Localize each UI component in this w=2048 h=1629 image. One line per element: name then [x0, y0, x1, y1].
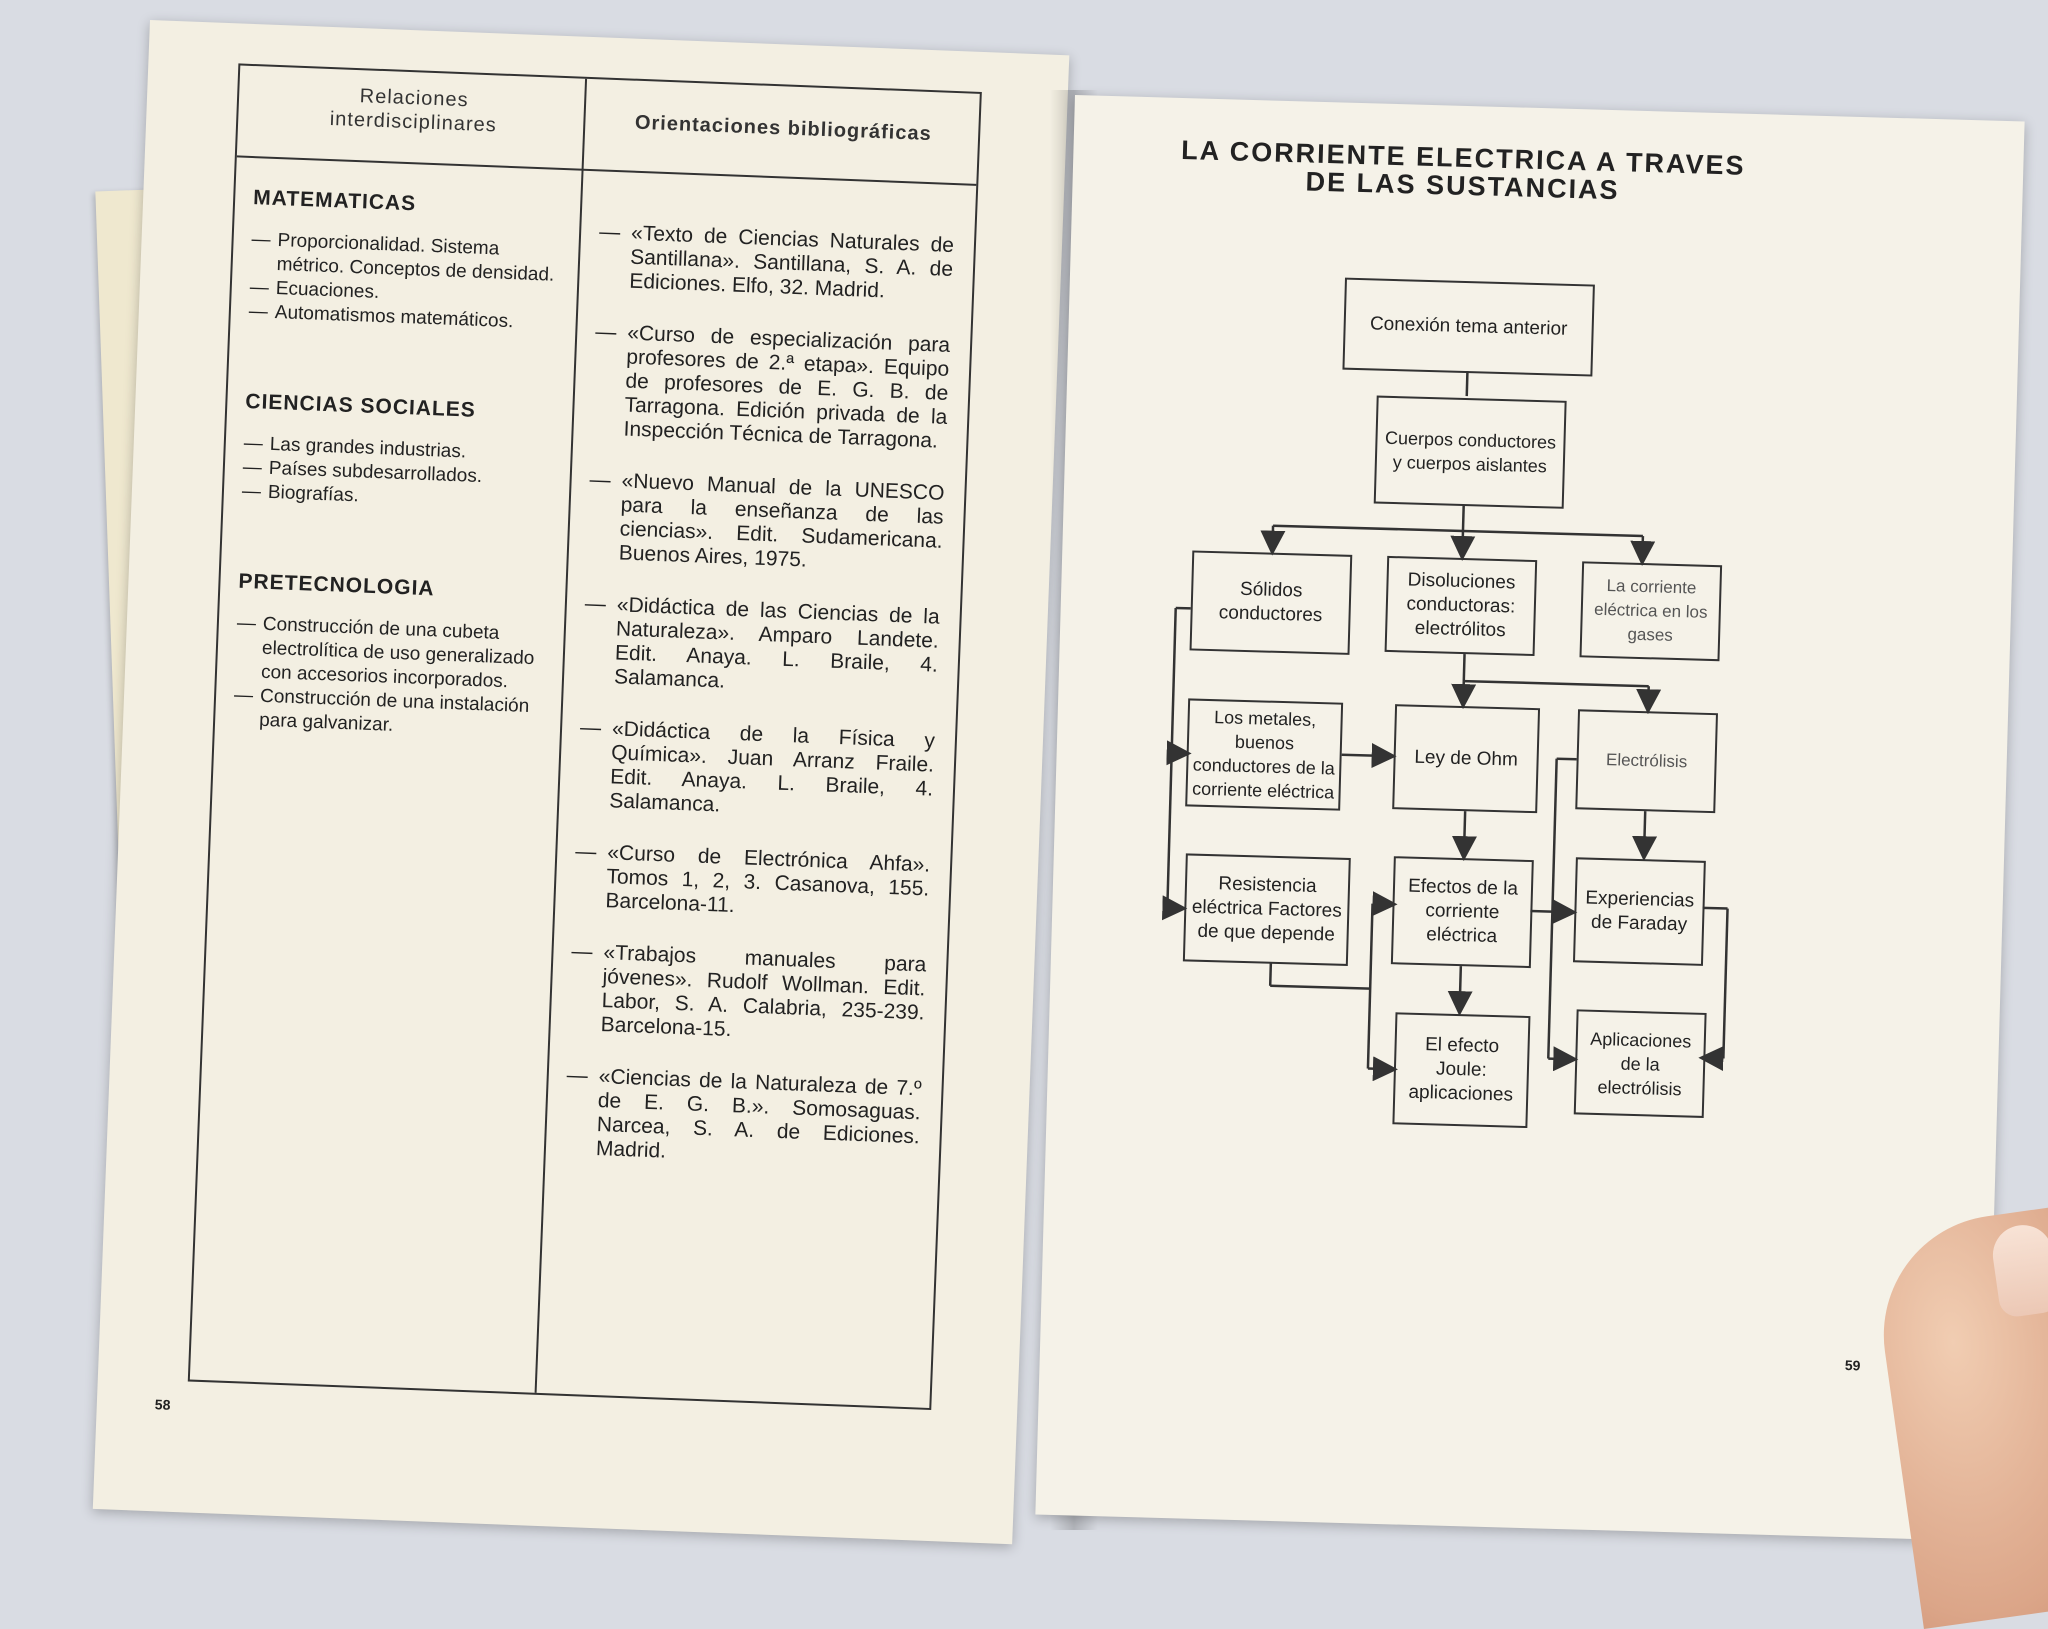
reference-item: —«Curso de especialización para profesor…	[591, 320, 950, 454]
box-solidos: Sólidos conductores	[1190, 550, 1353, 654]
section-ciencias-sociales: CIENCIAS SOCIALES —Las grandes industria…	[241, 390, 550, 516]
page-number: 58	[155, 1396, 171, 1413]
section-title: PRETECNOLOGIA	[238, 570, 544, 606]
page-number: 59	[1845, 1357, 1861, 1373]
reference-item: —«Texto de Ciencias Naturales de Santill…	[597, 220, 955, 306]
box-aplicaciones: Aplicaciones de la electrólisis	[1574, 1009, 1707, 1118]
section-title: CIENCIAS SOCIALES	[245, 390, 551, 426]
header-orientaciones: Orientaciones bibliográficas	[608, 110, 959, 147]
relaciones-column: MATEMATICAS —Proporcionalidad. Sistema m…	[230, 186, 558, 809]
reference-item: —«Nuevo Manual de la UNESCO para la ense…	[586, 468, 944, 578]
header-relaciones: Relaciones interdisciplinares	[278, 81, 550, 139]
section-matematicas: MATEMATICAS —Proporcionalidad. Sistema m…	[248, 186, 558, 336]
bibliografia-column: —«Texto de Ciencias Naturales de Santill…	[562, 199, 955, 1201]
box-metales: Los metales, buenos conductores de la co…	[1185, 698, 1343, 810]
box-electrolisis: Electrólisis	[1575, 709, 1718, 813]
box-resistencia: Resistencia eléctrica Factores de que de…	[1183, 853, 1351, 966]
right-page: LA CORRIENTE ELECTRICA A TRAVES DE LAS S…	[1035, 95, 2024, 1541]
left-page: Relaciones interdisciplinares Orientacio…	[93, 20, 1070, 1544]
list-item: —Construcción de una cubeta electrolític…	[235, 612, 543, 696]
reference-item: —«Curso de Electrónica Ahfa». Tomos 1, 2…	[573, 840, 931, 926]
box-gases: La corriente eléctrica en los gases	[1579, 561, 1722, 661]
reference-item: —«Ciencias de la Naturaleza de 7.º de E.…	[564, 1064, 922, 1174]
box-joule: El efecto Joule: aplicaciones	[1392, 1012, 1530, 1128]
reference-item: —«Didáctica de la Física y Química». Jua…	[577, 716, 935, 826]
interdisciplinary-table: Relaciones interdisciplinares Orientacio…	[188, 63, 982, 1410]
reference-item: —«Didáctica de las Ciencias de la Natura…	[582, 592, 940, 702]
box-conexion: Conexión tema anterior	[1342, 278, 1594, 377]
section-pretecnologia: PRETECNOLOGIA —Construcción de una cubet…	[233, 570, 544, 744]
reference-item: —«Trabajos manuales para jóvenes». Rudol…	[568, 940, 926, 1050]
box-disoluciones: Disoluciones conductoras: electrólitos	[1385, 556, 1538, 656]
box-ley-ohm: Ley de Ohm	[1392, 704, 1540, 813]
section-title: MATEMATICAS	[253, 186, 559, 222]
box-faraday: Experiencias de Faraday	[1573, 857, 1706, 966]
header-divider	[237, 155, 977, 185]
box-efectos: Efectos de la corriente eléctrica	[1391, 856, 1534, 968]
box-cuerpos: Cuerpos conductores y cuerpos aislantes	[1374, 396, 1567, 509]
